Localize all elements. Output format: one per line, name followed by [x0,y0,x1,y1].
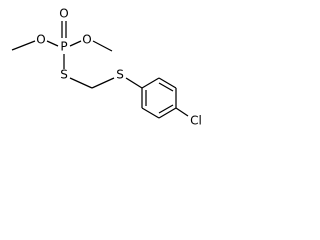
bond-o-right-methyl [92,40,113,52]
bond-p-o-right [69,40,82,47]
ring-bond-2 [141,107,160,119]
bond-ch2-s2 [91,77,115,89]
ring-bond-5 [158,77,177,89]
ring-bond-6 [141,77,160,89]
bond-s-ch2 [69,77,93,89]
atom-o-right: O [82,33,91,47]
bond-methyl-left-o [11,40,36,51]
molecule-diagram: O O O P S S Cl [11,7,202,128]
atom-o-top: O [59,7,68,21]
atom-s-phosphoryl: S [60,68,68,82]
ring-bond-5-inner [158,82,174,92]
atom-label-layer: O O O P S S Cl [36,7,202,128]
bond-s2-ring [125,77,143,89]
bond-ring-cl [175,107,189,117]
atom-cl: Cl [190,114,202,128]
bond-layer [11,21,189,119]
atom-o-left: O [36,33,45,47]
ring-bond-3 [158,107,177,119]
atom-s-thioether: S [116,68,124,82]
atom-p: P [60,40,67,54]
ring-bond-3-inner [158,104,174,114]
structure-canvas: O O O P S S Cl [0,0,216,132]
bond-o-left-p [46,40,59,47]
